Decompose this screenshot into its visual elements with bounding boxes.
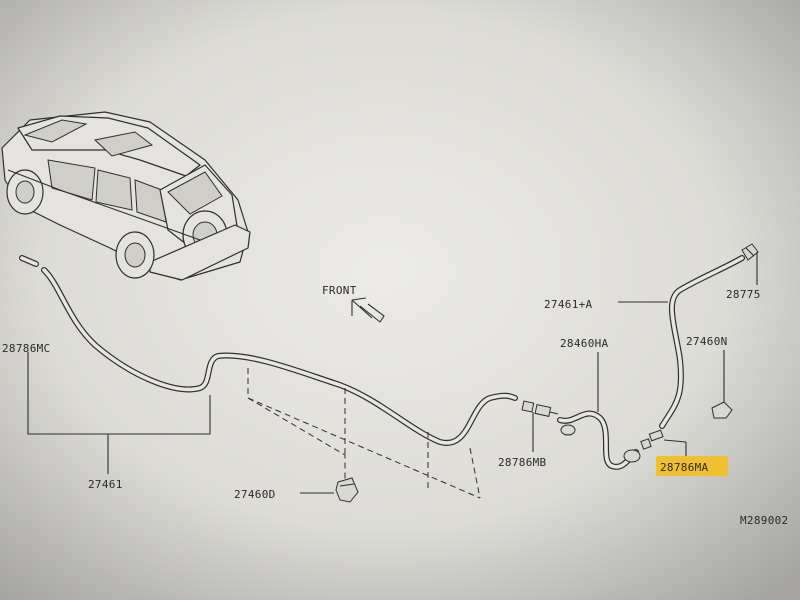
front-arrow-icon bbox=[351, 297, 385, 323]
highlight-28786ma bbox=[656, 456, 728, 476]
label-28786mc: 28786MC bbox=[2, 342, 50, 355]
hose-28460ha bbox=[557, 410, 641, 470]
label-28786mb: 28786MB bbox=[498, 456, 547, 469]
label-28775: 28775 bbox=[726, 288, 761, 301]
label-28786ma: 28786MA bbox=[660, 461, 709, 474]
label-27461: 27461 bbox=[88, 478, 123, 491]
clip-guide-lines bbox=[247, 368, 481, 499]
label-27460d: 27460D bbox=[234, 488, 276, 501]
leader-lines bbox=[27, 252, 758, 494]
label-28460ha: 28460HA bbox=[560, 337, 609, 350]
vehicle-illustration bbox=[1, 111, 251, 281]
label-front: FRONT bbox=[322, 284, 357, 297]
hose-27461a bbox=[659, 255, 745, 429]
connector-28786mb bbox=[521, 400, 559, 417]
clip-27460d bbox=[335, 477, 359, 503]
connector-28786ma bbox=[640, 429, 664, 450]
label-27461a: 27461+A bbox=[544, 298, 593, 311]
label-drawing-code: M289002 bbox=[740, 514, 788, 527]
clip-27460n bbox=[711, 401, 733, 419]
nozzle-28775 bbox=[741, 243, 759, 261]
label-27460n: 27460N bbox=[686, 335, 728, 348]
hose-27461 bbox=[19, 255, 518, 446]
front-indicator bbox=[351, 297, 385, 323]
